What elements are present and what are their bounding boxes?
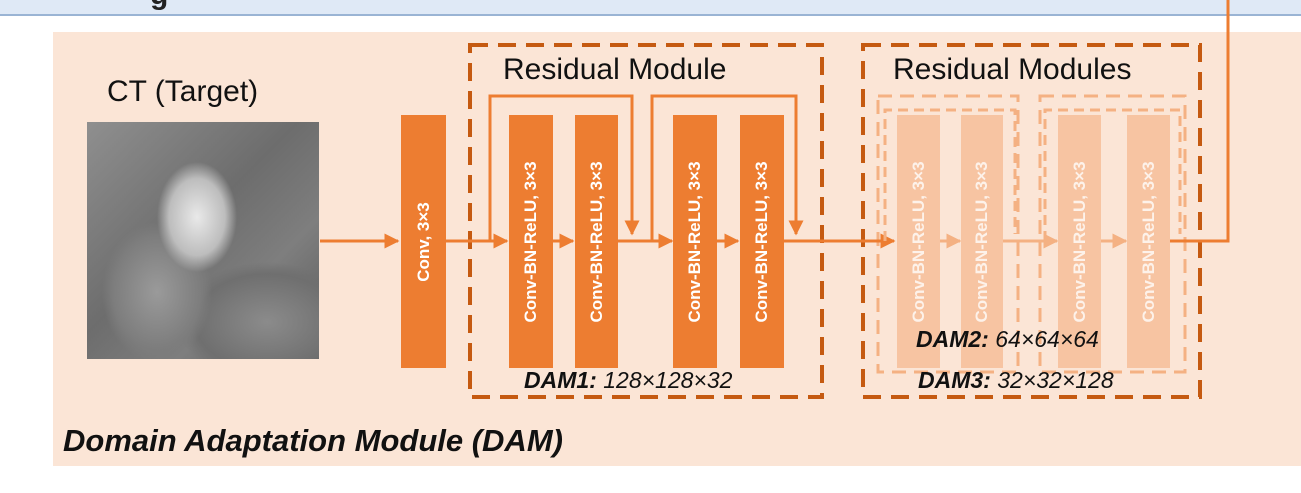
dam3-dimension: DAM3: 32×32×128 <box>918 367 1114 394</box>
skip-connection-2 <box>650 94 804 241</box>
inner-module-border-2 <box>1038 94 1187 374</box>
skip-connection-1 <box>488 94 640 241</box>
ct-image <box>87 122 319 359</box>
conv-bn-relu-block-faded-4: Conv-BN-ReLU, 3×3 <box>1127 115 1170 368</box>
conv-bn-relu-block-faded-2: Conv-BN-ReLU, 3×3 <box>961 115 1003 368</box>
top-strip: g <box>0 0 1301 16</box>
dam1-dimension: DAM1: 128×128×32 <box>524 367 732 394</box>
block-label: Conv-BN-ReLU, 3×3 <box>685 160 704 323</box>
residual-module-title: Residual Module <box>503 53 727 86</box>
output-connector <box>1170 0 1230 243</box>
conv-bn-relu-block-faded-1: Conv-BN-ReLU, 3×3 <box>897 115 940 368</box>
conv-bn-relu-block-faded-3: Conv-BN-ReLU, 3×3 <box>1058 115 1101 368</box>
conv-bn-relu-block-1: Conv-BN-ReLU, 3×3 <box>509 115 553 368</box>
block-label: Conv-BN-ReLU, 3×3 <box>972 160 991 323</box>
dam2-value: 64×64×64 <box>995 326 1099 352</box>
conv-block: Conv, 3×3 <box>401 115 446 368</box>
skip-connection-faded-1 <box>883 108 1017 241</box>
dam3-prefix: DAM3: <box>918 367 991 393</box>
conv-bn-relu-block-4: Conv-BN-ReLU, 3×3 <box>740 115 784 368</box>
inner-module-border-1 <box>876 94 1020 374</box>
conv-block-label: Conv, 3×3 <box>413 201 433 282</box>
block-label: Conv-BN-ReLU, 3×3 <box>1138 160 1158 323</box>
residual-modules-title: Residual Modules <box>893 53 1132 86</box>
block-label: Conv-BN-ReLU, 3×3 <box>586 160 606 323</box>
dam2-dimension: DAM2: 64×64×64 <box>916 326 1099 353</box>
dam1-value: 128×128×32 <box>603 367 733 393</box>
input-label: CT (Target) <box>107 75 259 108</box>
skip-connection-faded-2 <box>1043 108 1182 241</box>
block-label: Conv-BN-ReLU, 3×3 <box>908 160 928 323</box>
block-label: Conv-BN-ReLU, 3×3 <box>1069 160 1089 323</box>
dam-caption: Domain Adaptation Module (DAM) <box>63 423 563 458</box>
conv-bn-relu-block-3: Conv-BN-ReLU, 3×3 <box>673 115 717 368</box>
dam3-value: 32×32×128 <box>997 367 1114 393</box>
conv-bn-relu-block-2: Conv-BN-ReLU, 3×3 <box>575 115 618 368</box>
dam2-prefix: DAM2: <box>916 326 989 352</box>
block-label: Conv-BN-ReLU, 3×3 <box>521 160 540 323</box>
block-label: Conv-BN-ReLU, 3×3 <box>752 160 771 323</box>
residual-modules-border <box>861 43 1202 399</box>
header-fragment: g <box>150 0 168 12</box>
residual-module-border <box>468 43 824 399</box>
dam1-prefix: DAM1: <box>524 367 597 393</box>
